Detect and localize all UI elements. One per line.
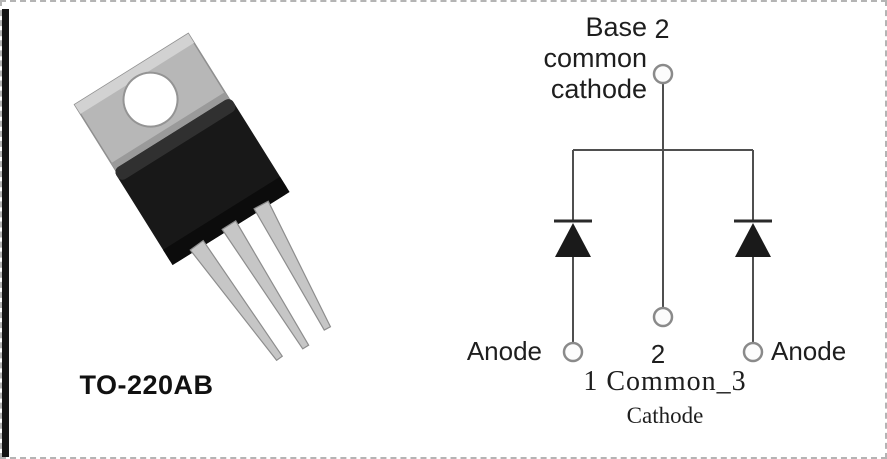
schematic-diagram [554,63,772,363]
terminal-center-pin2 [652,306,674,328]
label-common: common [543,43,647,73]
bottom-pin-numbers: 1 Common_3 [583,366,747,397]
label-cathode: cathode [550,74,647,104]
diode-symbol-right [734,219,772,257]
terminal-top-pin2 [652,63,674,85]
package-legs [189,200,332,362]
package-body [115,99,290,266]
leg-3 [253,200,332,331]
label-base: Base [585,12,647,42]
leg-2 [221,220,310,350]
leg-1 [189,239,284,362]
cathode-caption: Cathode [626,403,704,428]
mounting-hole [122,71,179,128]
anode-right-label: Anode [771,336,847,366]
left-edge-bar [2,9,9,457]
pin-number-center: 2 [650,339,666,369]
diode-symbol-left [554,219,592,257]
terminal-anode-left-pin1 [562,341,584,363]
package-label: TO-220AB [79,370,214,400]
base-common-cathode-label: Base common cathode [502,12,647,105]
package-metal-tab [73,32,232,174]
to-220ab-package-photo [73,32,332,362]
wires [572,83,754,343]
anode-left-label: Anode [466,336,542,366]
terminal-anode-right-pin3 [742,341,764,363]
pin-number-top: 2 [654,14,670,44]
